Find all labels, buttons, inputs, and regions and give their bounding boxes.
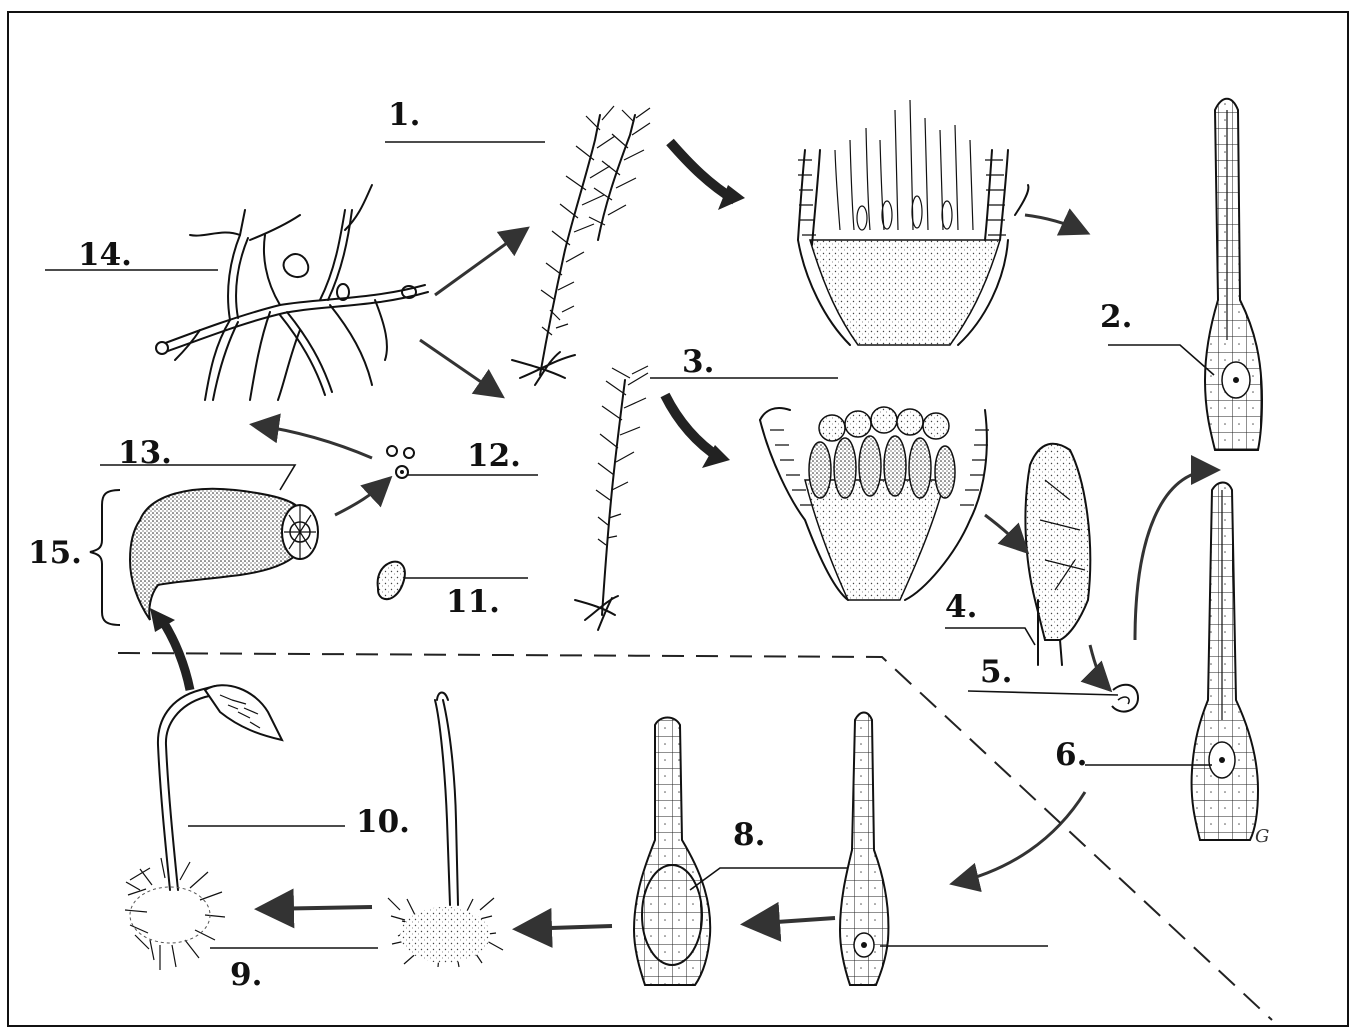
archegonium-drawing [1192, 483, 1258, 841]
zygote-embryo-drawing [634, 718, 710, 986]
label-3: 3. [682, 344, 714, 380]
antheridium-drawing [1025, 444, 1138, 712]
antheridial-head-section [798, 100, 1028, 345]
female-gametophyte-drawing [575, 366, 648, 630]
spores-drawing [387, 446, 414, 478]
label-14: 14. [78, 237, 132, 273]
label-11: 11. [446, 584, 500, 620]
label-8: 8. [733, 817, 765, 853]
artist-signature: G [1255, 826, 1269, 847]
label-4: 4. [945, 589, 977, 625]
capsule-drawing [130, 489, 318, 620]
protonema-drawing [156, 185, 428, 400]
label-12: 12. [467, 438, 521, 474]
paraphyses-tips [819, 407, 949, 441]
label-6: 6. [1055, 737, 1087, 773]
label-5: 5. [980, 654, 1012, 690]
label-9: 9. [230, 957, 262, 993]
archegonium-mature-drawing [1205, 99, 1262, 450]
male-gametophyte-drawing [512, 106, 650, 385]
germinating-spore-drawing [378, 562, 405, 599]
label-15: 15. [28, 535, 82, 571]
mature-sporophyte-drawing [125, 685, 282, 970]
label-1: 1. [388, 97, 420, 133]
label-2: 2. [1100, 299, 1132, 335]
label-10: 10. [356, 804, 410, 840]
fertilized-archegonium-drawing [840, 713, 888, 986]
antheridia-head-section [760, 407, 989, 600]
label-13: 13. [118, 435, 172, 471]
brace-15 [90, 490, 120, 625]
